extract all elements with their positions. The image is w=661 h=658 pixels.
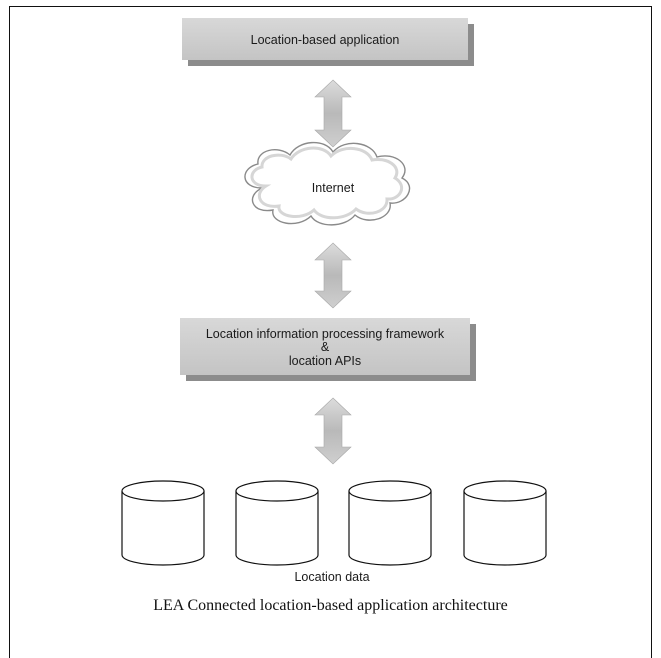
double-arrow-framework-data bbox=[314, 397, 352, 465]
double-arrow-internet-framework bbox=[314, 242, 352, 309]
application-box: Location-based application bbox=[182, 18, 474, 66]
framework-box-line1: Location information processing framewor… bbox=[206, 327, 445, 341]
application-box-label: Location-based application bbox=[251, 33, 400, 47]
framework-box-line3: location APIs bbox=[289, 354, 361, 368]
internet-cloud: Internet bbox=[244, 141, 411, 226]
datastore-cylinder-1 bbox=[121, 480, 205, 566]
internet-label: Internet bbox=[312, 181, 355, 195]
datastore-cylinder-4 bbox=[463, 480, 547, 566]
figure-frame bbox=[9, 6, 652, 658]
framework-box-line2: & bbox=[321, 340, 330, 354]
datastore-label: Location data bbox=[294, 570, 369, 584]
datastore-cylinder-3 bbox=[348, 480, 432, 566]
datastore-cylinder-2 bbox=[235, 480, 319, 566]
figure-caption: LEA Connected location-based application… bbox=[153, 597, 508, 614]
double-arrow-app-internet bbox=[314, 79, 352, 148]
framework-box: Location information processing framewor… bbox=[180, 318, 476, 381]
